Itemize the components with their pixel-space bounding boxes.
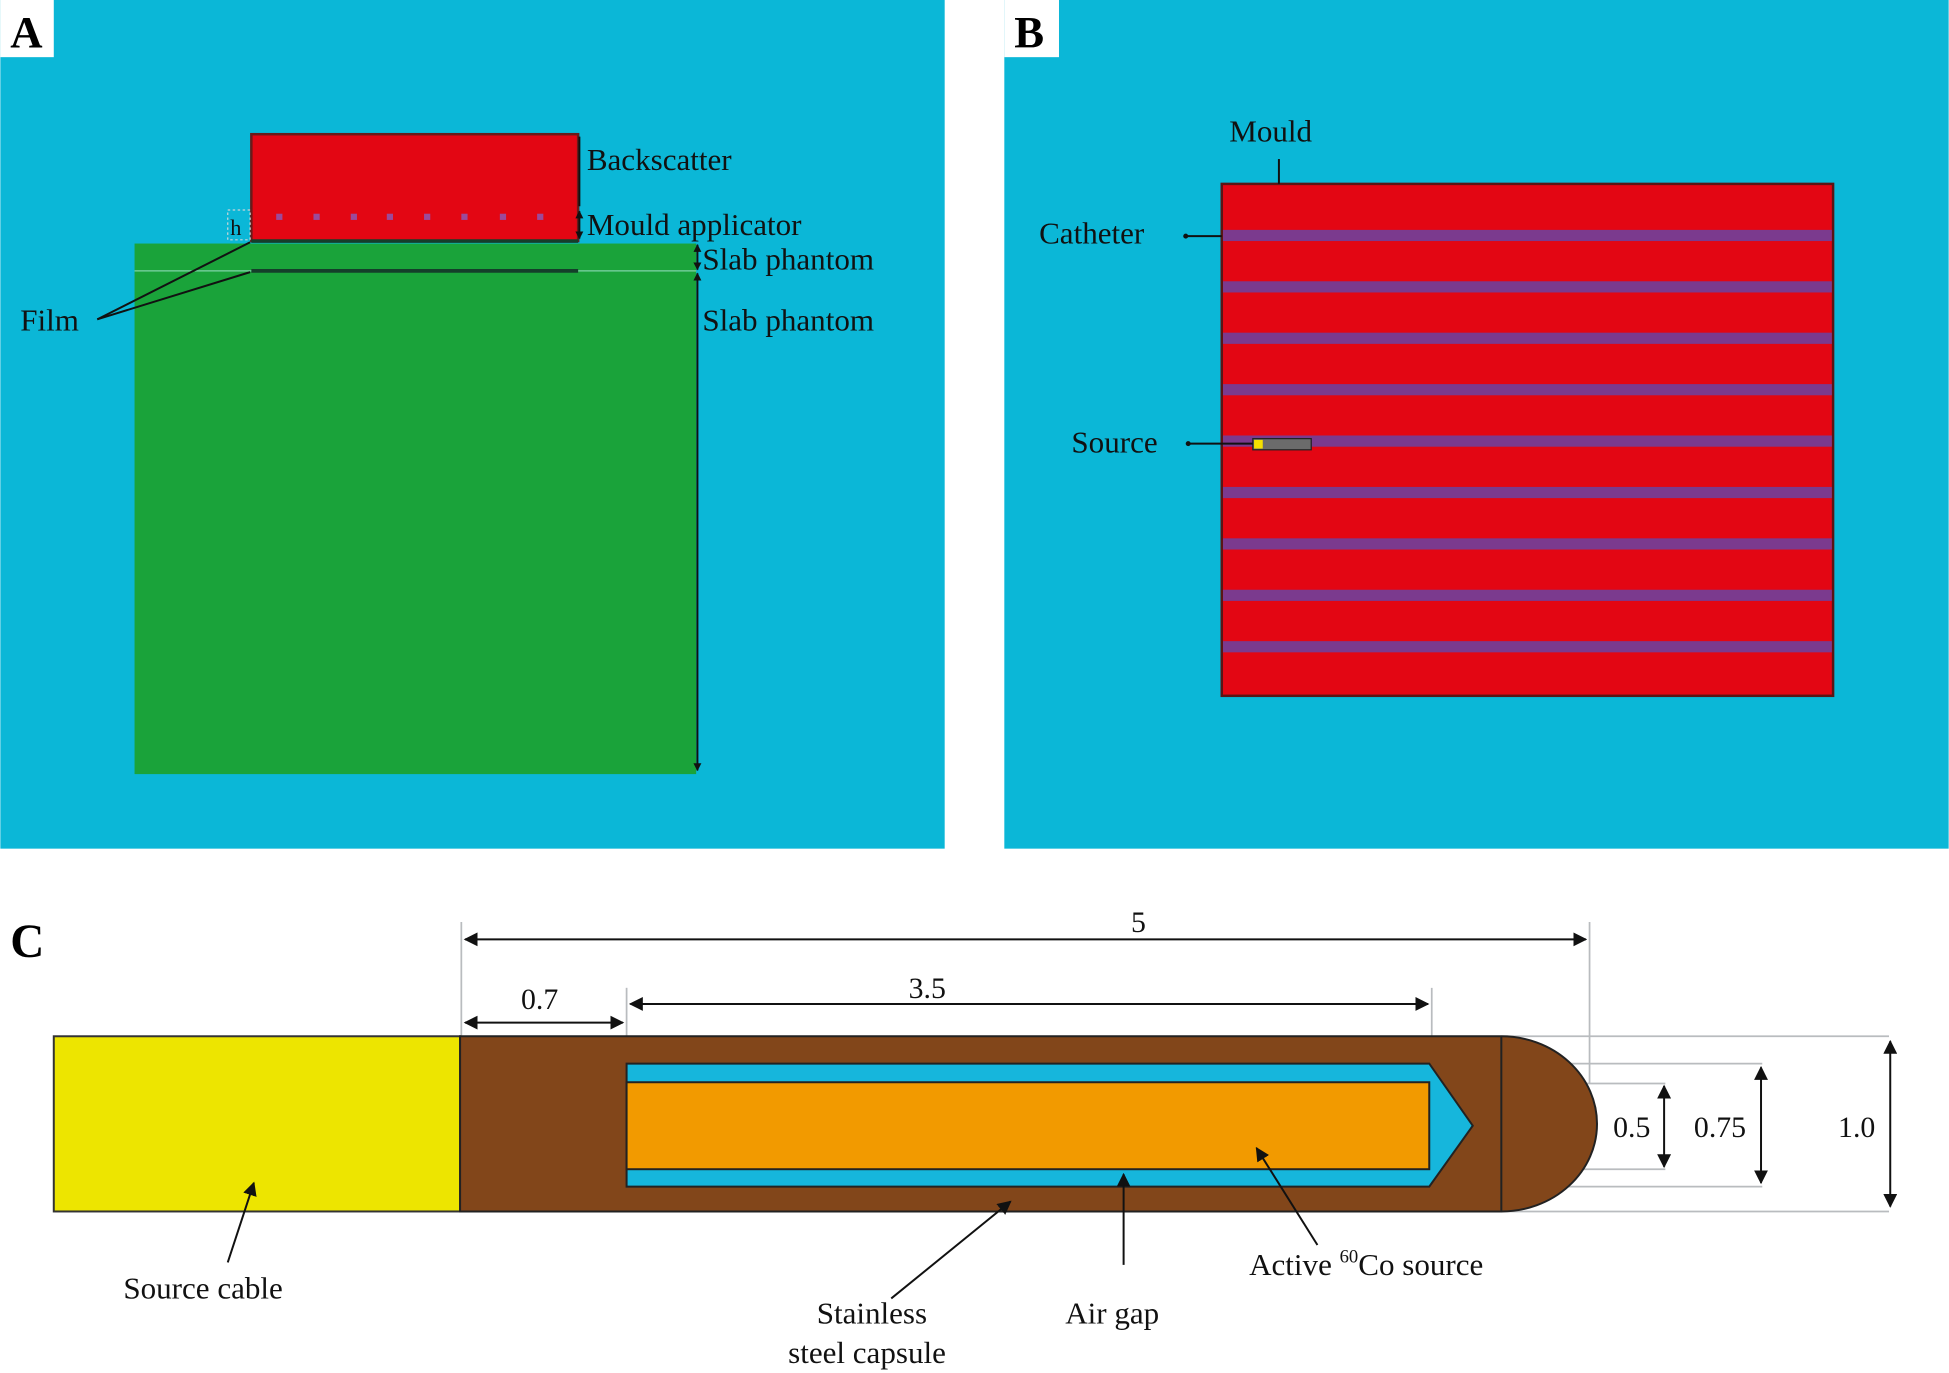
label-film: Film <box>20 303 79 338</box>
dim-inner-diameter: 0.75 <box>1694 1111 1746 1144</box>
catheter-stripe <box>1223 538 1832 550</box>
film-leader-top <box>96 241 251 321</box>
dim-offset: 0.7 <box>521 983 558 1016</box>
source-leader-dot <box>1185 441 1191 447</box>
catheter-stripe <box>1223 332 1832 344</box>
catheter-stripe <box>1223 435 1832 447</box>
label-air-gap: Air gap <box>1065 1295 1159 1330</box>
catheter-group <box>1223 229 1832 653</box>
dim-outer-diameter: 1.0 <box>1838 1111 1875 1144</box>
panel-a: A h Backscatter Mould applicator Slab ph… <box>0 0 945 849</box>
panel-a-letter: A <box>10 7 42 57</box>
label-source: Source <box>1071 424 1157 459</box>
panel-b-letter: B <box>1014 7 1044 57</box>
panel-c-letter: C <box>10 916 44 968</box>
panel-a-letter-box <box>0 0 54 58</box>
catheter-stripe <box>1223 384 1832 396</box>
label-active-prefix: Active <box>1249 1247 1340 1282</box>
leader-source-cable <box>226 1181 257 1263</box>
label-mould-applicator: Mould applicator <box>587 207 802 242</box>
label-slab-phantom-bottom: Slab phantom <box>702 303 874 338</box>
dim-total-length: 5 <box>1131 906 1146 939</box>
label-slab-phantom-top: Slab phantom <box>702 242 874 277</box>
label-catheter: Catheter <box>1039 216 1145 251</box>
catheter-stripe <box>1223 229 1832 242</box>
dim-active-diameter: 0.5 <box>1613 1111 1650 1144</box>
label-active-isotope: 60 <box>1340 1246 1359 1267</box>
h-label: h <box>230 215 241 240</box>
label-source-cable: Source cable <box>123 1270 282 1305</box>
catheter-stripe <box>1223 486 1832 499</box>
catheter-stripe <box>1223 589 1832 601</box>
label-stainless-line2: steel capsule <box>788 1335 946 1370</box>
leader-active-source <box>1255 1146 1319 1246</box>
panel-b: B Mould Catheter Source <box>1004 0 1949 849</box>
source-cable <box>52 1035 462 1213</box>
leader-stainless <box>890 1200 1012 1300</box>
dim-active-length: 3.5 <box>909 972 946 1005</box>
catheter-stripe <box>1223 281 1832 293</box>
backscatter-block <box>250 132 580 243</box>
label-backscatter: Backscatter <box>587 142 732 177</box>
film-leader-bottom <box>96 271 251 321</box>
source-active-spot <box>1254 439 1263 449</box>
panel-b-letter-box <box>1004 0 1059 58</box>
mould-catheter-dots <box>276 213 544 220</box>
label-active-suffix: Co source <box>1358 1247 1483 1282</box>
catheter-leader-dot <box>1183 233 1189 239</box>
label-mould: Mould <box>1229 114 1312 149</box>
label-stainless-line1: Stainless <box>817 1295 927 1330</box>
label-active-source: Active 60Co source <box>1249 1246 1483 1281</box>
panel-c: C 5 0.7 3.5 0.5 0.75 1.0 <box>10 906 1898 1370</box>
active-co60-source <box>625 1081 1431 1171</box>
catheter-stripe <box>1223 641 1832 653</box>
h-marker-box <box>227 209 251 241</box>
slab-phantom-bottom <box>134 243 697 775</box>
